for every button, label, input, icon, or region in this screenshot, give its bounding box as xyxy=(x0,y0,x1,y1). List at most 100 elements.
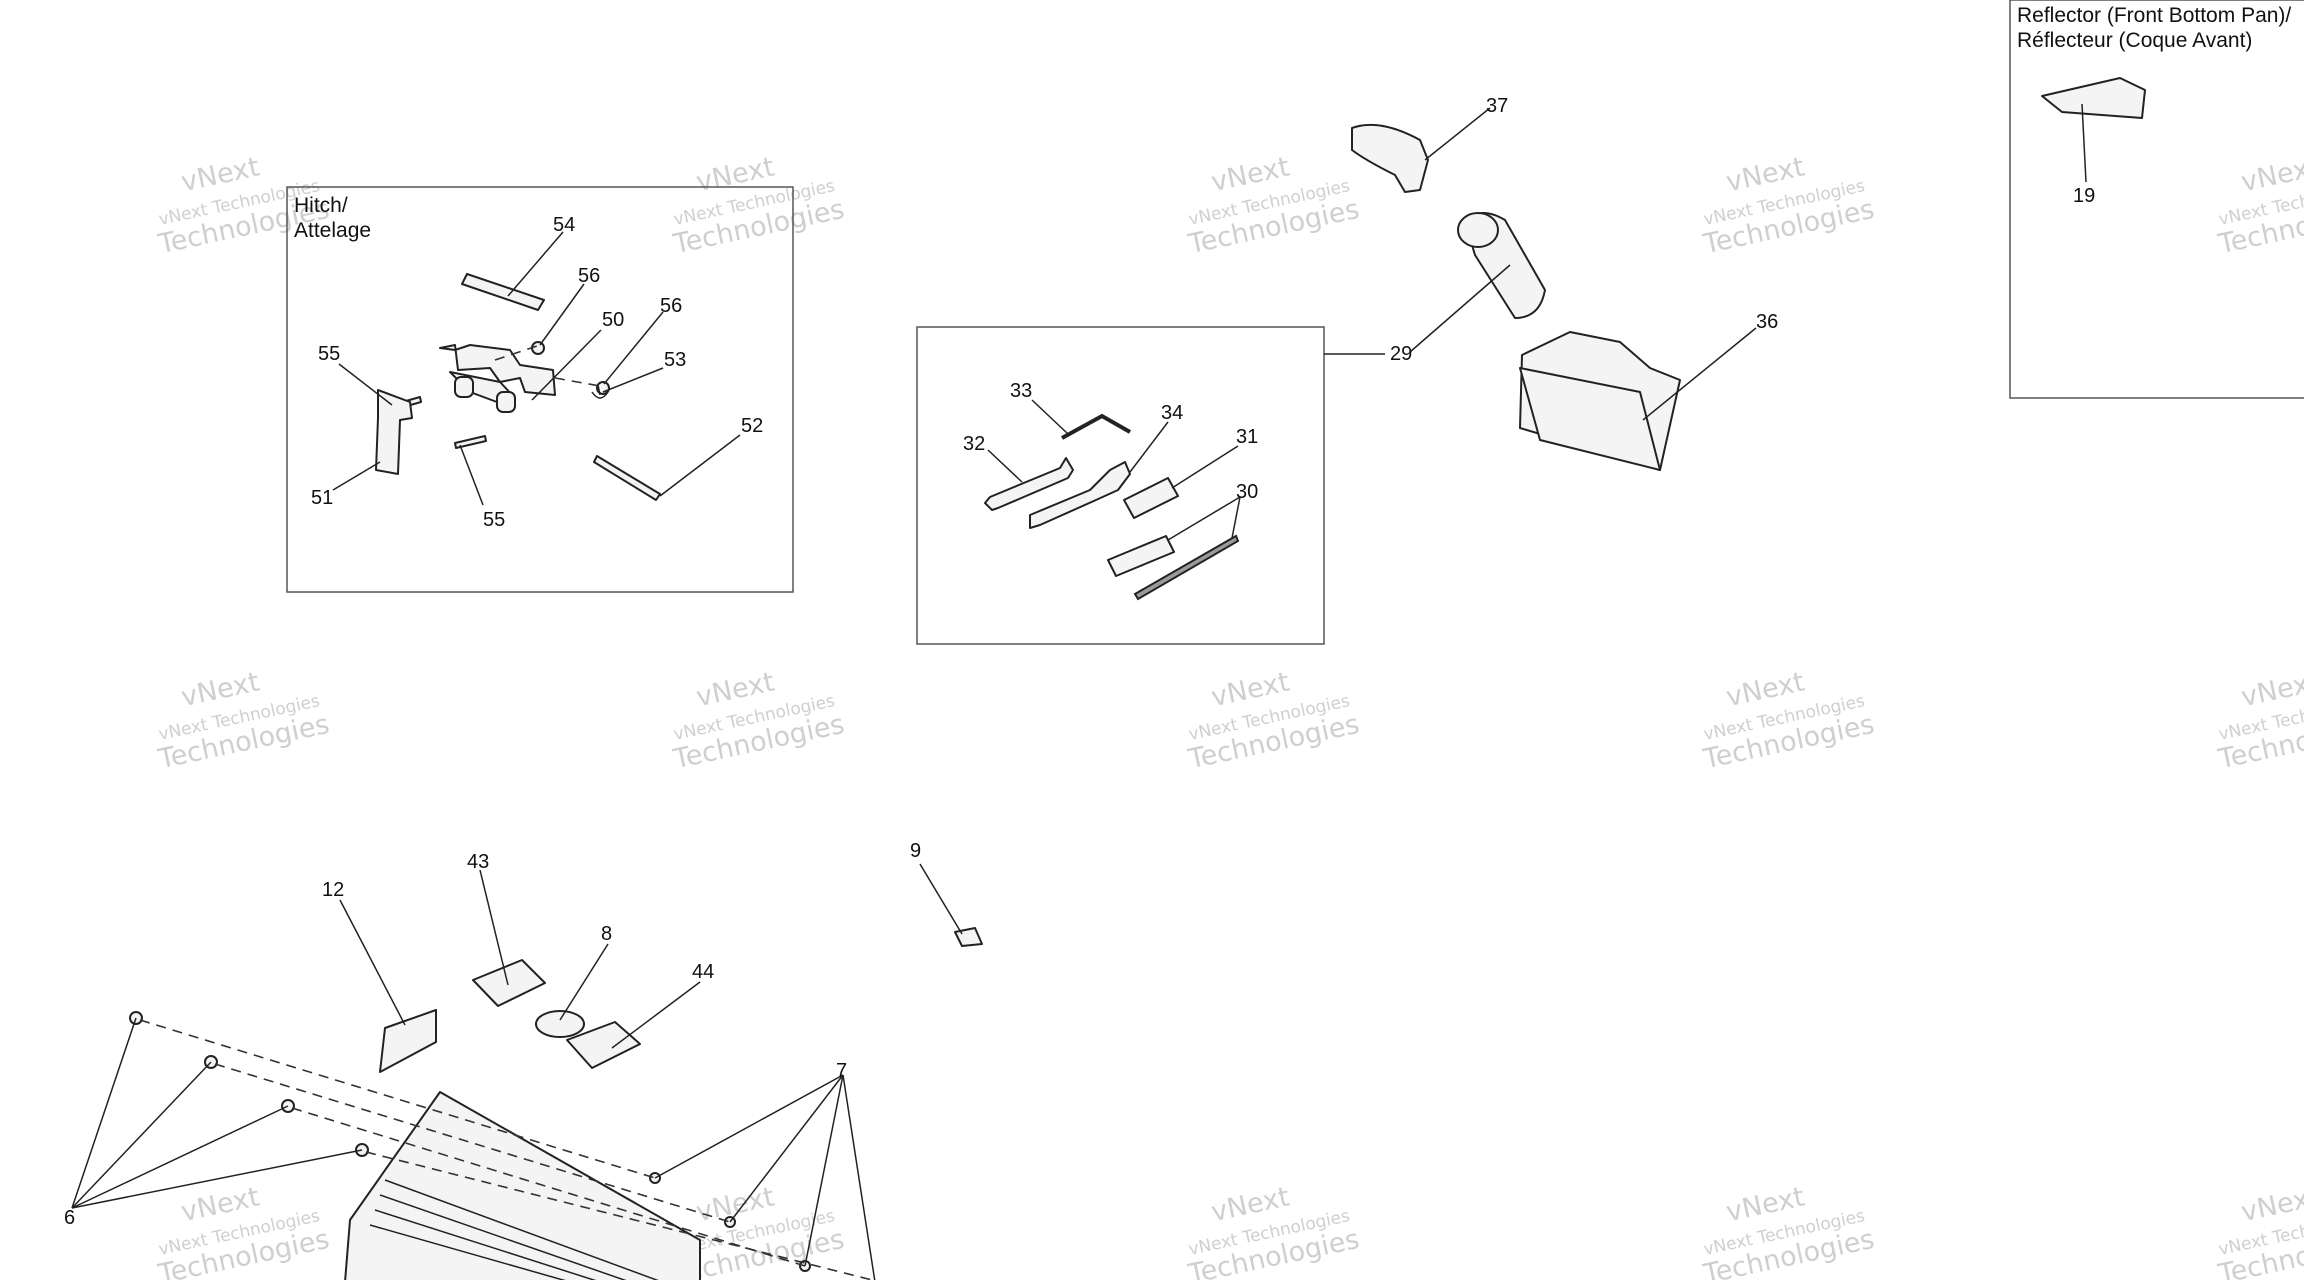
leader-9 xyxy=(919,863,963,935)
leader-12 xyxy=(339,899,406,1026)
toolkit-frame xyxy=(916,326,1325,645)
part-51-hitch[interactable] xyxy=(375,389,413,475)
bottom-pan[interactable] xyxy=(344,1091,701,1280)
part-43-decal[interactable] xyxy=(472,959,546,1007)
callout-12: 12 xyxy=(322,879,344,901)
part-9-clip[interactable] xyxy=(954,927,983,947)
part-32-wrench[interactable] xyxy=(984,457,1074,511)
part-44-decal[interactable] xyxy=(566,1021,641,1069)
tool-case-group: 37 29 36 xyxy=(1324,95,1778,471)
leader-30a xyxy=(1167,496,1241,541)
leader-53 xyxy=(602,367,664,393)
part-34-spanner[interactable] xyxy=(1029,461,1131,529)
pan-dashline-4 xyxy=(365,1151,876,1280)
hitch-frame xyxy=(286,186,794,593)
reflector-frame xyxy=(2009,0,2304,399)
hitch-title-line1: Hitch/ xyxy=(294,194,348,217)
leader-36 xyxy=(1642,327,1757,421)
pan-dashline-1 xyxy=(139,1019,656,1179)
pan-rib-2 xyxy=(379,1194,627,1280)
reflector-title-line1: Reflector (Front Bottom Pan)/ xyxy=(2017,4,2291,27)
pan-dashline-2 xyxy=(214,1063,731,1223)
leader-29 xyxy=(1409,264,1511,353)
callout-34: 34 xyxy=(1161,402,1183,424)
part-52-rod[interactable] xyxy=(593,455,661,501)
watermark-line2: vNext xyxy=(2239,666,2304,713)
part-50-bushing-left xyxy=(454,376,474,398)
leader-6c xyxy=(71,1105,289,1209)
leader-8 xyxy=(559,943,609,1021)
callout-33: 33 xyxy=(1010,380,1032,402)
part-36-case-front xyxy=(1519,367,1661,471)
pan-rib-4 xyxy=(369,1224,566,1280)
leader-6a xyxy=(71,1017,137,1209)
watermark-line2: vNext xyxy=(2239,151,2304,198)
part-12-decal[interactable] xyxy=(379,1009,437,1073)
watermark-line2: vNext xyxy=(2239,1181,2304,1228)
leader-6b xyxy=(71,1061,212,1209)
leader-54 xyxy=(507,231,564,297)
part-19-reflector[interactable] xyxy=(2041,77,2146,119)
part-56-washer-a[interactable] xyxy=(531,341,545,355)
part-30-handle[interactable] xyxy=(1107,535,1175,577)
leader-19 xyxy=(2081,103,2087,183)
callout-53: 53 xyxy=(664,349,686,371)
pan-dashline-3 xyxy=(291,1107,806,1267)
callout-32: 32 xyxy=(963,433,985,455)
reflector-group: Reflector (Front Bottom Pan)/ Réflecteur… xyxy=(2009,0,2304,399)
callout-51: 51 xyxy=(311,487,333,509)
leader-34 xyxy=(1129,421,1169,473)
callout-37: 37 xyxy=(1486,95,1508,117)
callout-44: 44 xyxy=(692,961,714,983)
part-31-socket[interactable] xyxy=(1123,477,1179,519)
leader-51 xyxy=(332,461,381,491)
part-33-hex-key[interactable] xyxy=(1061,413,1131,440)
part-54-plate[interactable] xyxy=(461,273,545,311)
part-30-blade[interactable] xyxy=(1133,534,1240,601)
assembly-dashline-a xyxy=(494,344,541,361)
callout-6: 6 xyxy=(64,1207,75,1229)
leader-7c xyxy=(804,1074,844,1267)
callout-56a: 56 xyxy=(578,265,600,287)
leader-55a xyxy=(338,363,393,406)
part-55-pin-b[interactable] xyxy=(454,435,487,449)
leader-30b xyxy=(1231,496,1241,539)
leader-55b xyxy=(459,444,484,506)
bottom-pan-group: 12 43 8 44 9 7 6 xyxy=(64,840,983,1280)
callout-31: 31 xyxy=(1236,426,1258,448)
part-8-emblem[interactable] xyxy=(535,1010,585,1038)
part-50-bracket[interactable] xyxy=(439,344,556,396)
reflector-title-line2: Réflecteur (Coque Avant) xyxy=(2017,29,2252,52)
callout-8: 8 xyxy=(601,923,612,945)
leader-52 xyxy=(659,434,741,497)
leader-7a xyxy=(654,1074,844,1179)
part-53-clip[interactable] xyxy=(591,384,609,399)
leader-37 xyxy=(1424,107,1491,161)
leader-6d xyxy=(71,1149,363,1209)
leader-44 xyxy=(611,981,701,1049)
callout-19: 19 xyxy=(2073,185,2095,207)
assembly-dashline-b xyxy=(554,377,601,387)
callout-30: 30 xyxy=(1236,481,1258,503)
callout-56b: 56 xyxy=(660,295,682,317)
callout-9: 9 xyxy=(910,840,921,862)
leader-33 xyxy=(1031,399,1069,435)
part-50-bushing-right xyxy=(496,391,516,413)
leader-56a xyxy=(539,283,585,346)
leader-31 xyxy=(1171,445,1239,489)
part-37-strap[interactable] xyxy=(1351,123,1429,193)
